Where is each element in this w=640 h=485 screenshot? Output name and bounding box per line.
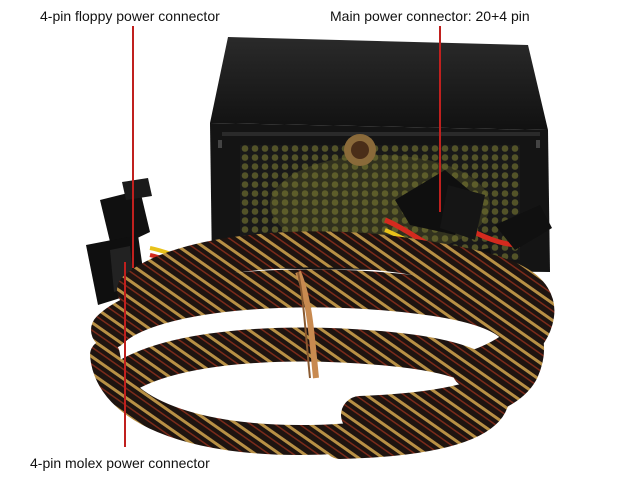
molex-leader-line bbox=[124, 262, 126, 447]
cable-tie bbox=[295, 270, 319, 379]
main-leader-line bbox=[439, 26, 441, 212]
main-connector-label: Main power connector: 20+4 pin bbox=[330, 8, 530, 24]
braided-cable-bundle bbox=[90, 231, 555, 459]
psu-top-face bbox=[210, 37, 548, 130]
floppy-connector bbox=[100, 190, 150, 250]
molex-connector-label: 4-pin molex power connector bbox=[30, 455, 210, 471]
floppy-connector-label: 4-pin floppy power connector bbox=[40, 8, 220, 24]
floppy-leader-line bbox=[132, 26, 134, 268]
